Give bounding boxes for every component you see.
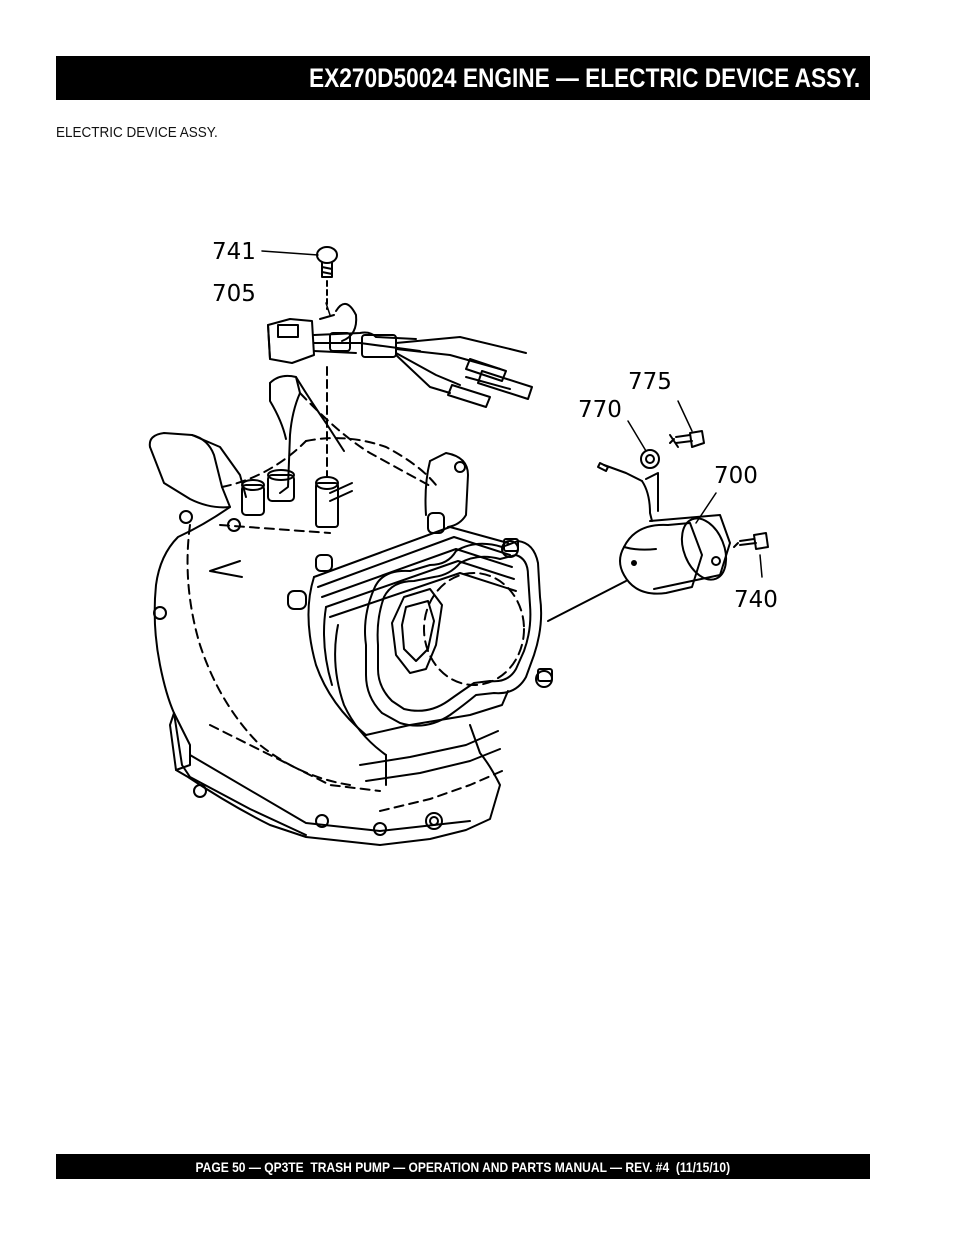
crankcase-body: [148, 374, 503, 846]
callout-740: 740: [734, 587, 778, 613]
bolt-740: [733, 532, 769, 550]
parts-diagram: 741 705 775 770 700 740: [130, 225, 810, 875]
relay-harness-705: [267, 303, 533, 408]
section-label: ELECTRIC DEVICE ASSY.: [56, 124, 218, 141]
solenoid-700: [547, 462, 731, 622]
callout-775: 775: [628, 369, 672, 395]
page-title: EX270D50024 ENGINE — ELECTRIC DEVICE ASS…: [308, 62, 860, 93]
bolt-775: [669, 430, 705, 448]
callout-leaders: [261, 250, 763, 578]
page-footer-bar: PAGE 50 — QP3TE TRASH PUMP — OPERATION A…: [56, 1154, 870, 1179]
callout-700: 700: [714, 463, 758, 489]
callout-705: 705: [212, 281, 256, 307]
page-title-bar: EX270D50024 ENGINE — ELECTRIC DEVICE ASS…: [56, 56, 870, 100]
mounting-sleeve: [315, 366, 353, 528]
exploded-view-drawing: 741 705 775 770 700 740: [148, 239, 778, 846]
cylinder-fins: [307, 526, 553, 786]
page-footer-text: PAGE 50 — QP3TE TRASH PUMP — OPERATION A…: [195, 1158, 731, 1175]
callout-741: 741: [212, 239, 256, 265]
washer-770: [640, 449, 660, 469]
callout-770: 770: [578, 397, 622, 423]
